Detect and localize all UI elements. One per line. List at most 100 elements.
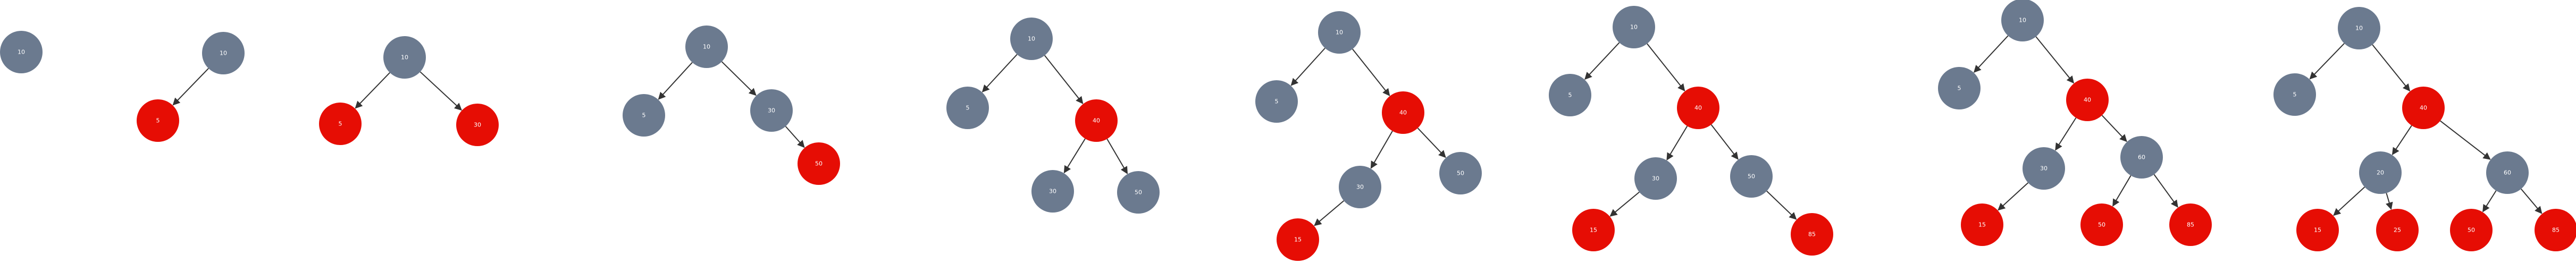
tree-node-15: 15 [1961,203,2003,246]
tree-node-30: 30 [2023,147,2065,190]
tree-step-4: 10 5 30 50 [623,26,840,185]
edge-n30-to-n15 [1998,182,2029,211]
red-node-circle [2376,209,2419,251]
node-label: 5 [1568,92,1572,99]
edge-n10-to-n5 [355,72,390,109]
tree-node-60: 60 [2486,151,2529,194]
edge-n10-to-n40 [2035,36,2075,84]
edge-n10-to-n40 [1352,48,1390,96]
node-label: 50 [1457,170,1464,177]
black-node-circle [2023,147,2065,190]
red-node-circle [2080,203,2123,246]
node-label: 10 [703,44,710,50]
edge-n60-to-n50 [2482,190,2497,213]
black-node-circle [1549,74,1591,116]
red-node-circle [1572,209,1615,251]
tree-node-5: 5 [2273,73,2316,116]
black-node-circle [2359,151,2402,194]
black-node-circle [1439,152,1482,194]
black-node-circle [2120,136,2163,179]
tree-node-15: 15 [2296,209,2339,251]
tree-node-5: 5 [946,87,989,129]
edge-n60-to-n85 [2521,188,2543,214]
node-label: 50 [1748,173,1755,180]
edge-n40-to-n50 [1417,128,1446,158]
tree-node-50: 50 [798,142,840,185]
node-label: 5 [642,112,646,119]
node-label: 60 [2138,154,2145,161]
node-label: 10 [1028,36,1035,43]
tree-node-85: 85 [2535,209,2576,251]
edge-n40-to-n50 [1710,124,1739,160]
edge-n40-to-n50 [1106,139,1128,174]
node-label: 10 [401,54,408,61]
edge-n40-to-n30 [1666,125,1688,161]
tree-node-40: 40 [2402,87,2445,129]
edge-n10-to-n5 [981,54,1018,92]
edge-n40-to-n30 [1370,131,1393,169]
edge-n10-to-n40 [1044,55,1084,104]
black-node-circle [1255,80,1298,123]
node-label: 10 [1336,29,1343,36]
tree-node-20: 20 [2359,151,2402,194]
black-node-circle [1117,171,1160,214]
tree-node-30: 30 [456,104,499,146]
tree-node-50: 50 [1730,155,1773,198]
tree-node-10: 10 [0,31,43,73]
node-label: 40 [2420,105,2427,112]
edge-n10-to-n5 [1973,35,2009,73]
red-node-circle [137,99,179,142]
tree-node-50: 50 [2450,209,2493,251]
node-label: 10 [2019,17,2026,24]
node-label: 40 [1093,117,1100,124]
node-label: 5 [156,117,160,124]
edge-n10-to-n30 [721,61,757,96]
node-label: 30 [768,107,775,114]
node-label: 10 [2355,25,2363,32]
tree-node-10: 10 [1613,6,1655,48]
tree-node-10: 10 [2338,7,2380,49]
red-node-circle [798,142,840,185]
node-label: 10 [220,50,227,57]
black-node-circle [202,32,245,74]
red-node-circle [1677,87,1719,129]
black-node-circle [0,31,43,73]
red-node-circle [1075,99,1118,142]
tree-node-25: 25 [2376,209,2419,251]
node-label: 50 [2468,227,2475,234]
tree-node-15: 15 [1277,218,1319,261]
node-label: 85 [2552,227,2560,234]
node-label: 30 [2040,165,2048,172]
black-node-circle [1730,155,1773,198]
tree-node-5: 5 [1938,67,1981,109]
edge-n10-to-n5 [1290,47,1325,86]
tree-node-40: 40 [1677,87,1719,129]
tree-node-10: 10 [2001,0,2044,41]
tree-step-2: 10 5 [137,32,245,142]
tree-node-85: 85 [1791,213,1833,256]
red-node-circle [2296,209,2339,251]
tree-node-40: 40 [1382,91,1424,134]
black-node-circle [946,87,989,129]
edge-n60-to-n85 [2153,174,2178,208]
edge-n10-to-n5 [1584,42,1620,80]
tree-step-9: 10 5 40 20 60 15 25 50 85 [2273,7,2576,251]
black-node-circle [750,89,793,132]
edge-n10-to-n30 [419,71,462,111]
edge-n60-to-n50 [2112,175,2132,207]
black-node-circle [2273,73,2316,116]
edge-n10-to-n40 [2372,44,2411,92]
red-node-circle [1961,203,2003,246]
red-node-circle [1791,213,1833,256]
edge-n40-to-n60 [2440,120,2491,160]
black-node-circle [383,36,426,79]
red-node-circle [456,104,499,146]
red-node-circle [2066,79,2109,121]
node-label: 30 [1652,175,1659,182]
